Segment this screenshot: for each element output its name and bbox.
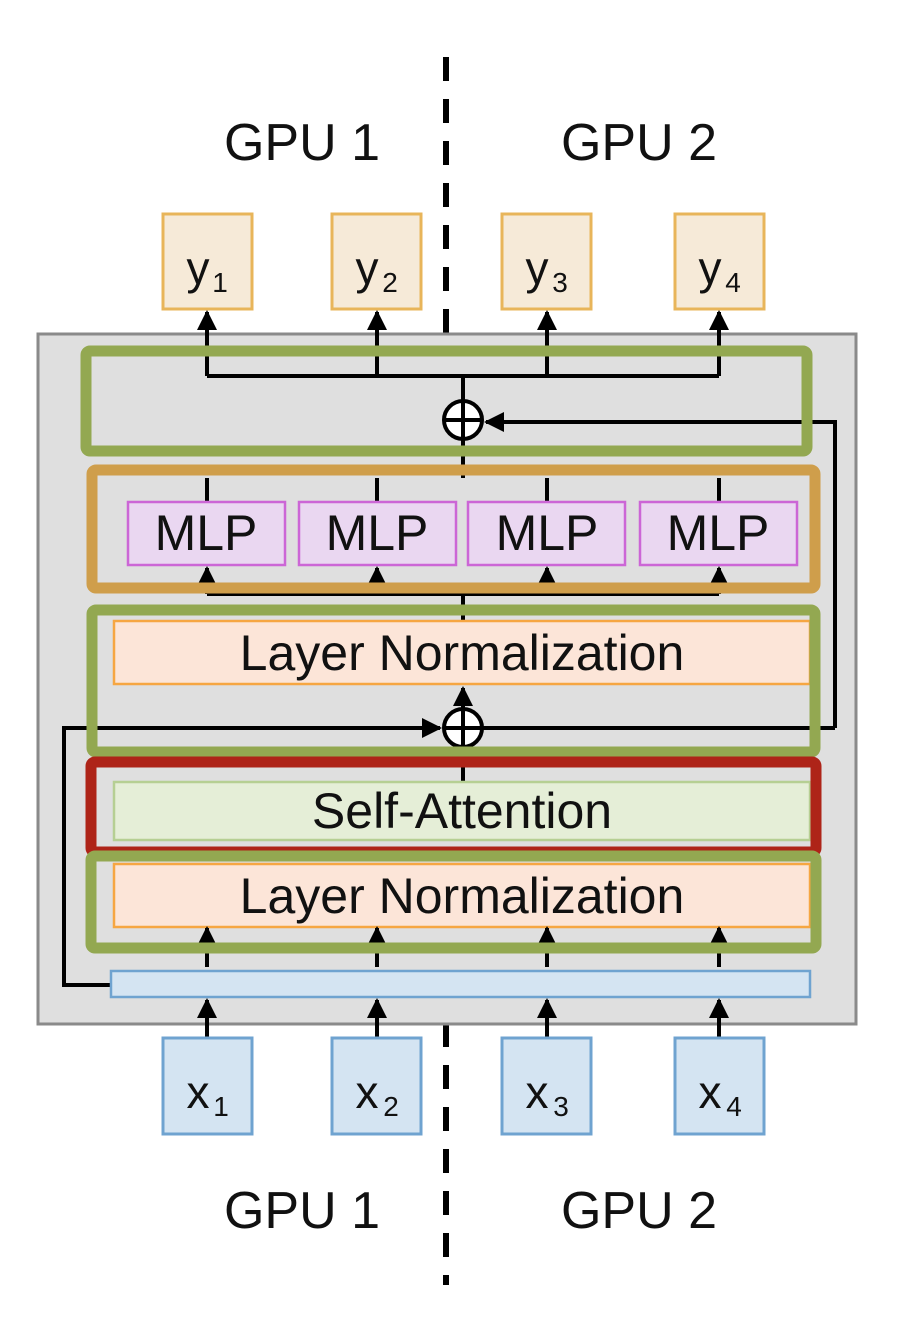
gpu-label-bottom-right: GPU 2	[561, 1182, 717, 1240]
input-label: x	[187, 1066, 210, 1118]
layer-norm-bottom-label: Layer Normalization	[240, 868, 685, 924]
output-box: y 3	[500, 212, 593, 311]
mlp-block: MLP	[466, 500, 627, 567]
highlight-frame-allreduce-output	[80, 345, 813, 457]
output-box: y 2	[330, 212, 423, 311]
output-connectors	[197, 310, 729, 402]
input-subscript: 3	[553, 1091, 569, 1122]
output-label: y	[187, 242, 210, 294]
residual-connection-left	[62, 718, 442, 987]
input-arrows	[197, 998, 729, 1038]
self-attention-label: Self-Attention	[312, 783, 612, 839]
mlp-block: MLP	[297, 500, 458, 567]
gpu-label-bottom-left: GPU 1	[224, 1182, 380, 1240]
input-boxes: x 1 x 2 x 3 x 4	[161, 1036, 766, 1136]
layer-norm-top-label: Layer Normalization	[240, 625, 685, 681]
input-subscript: 1	[213, 1091, 229, 1122]
input-box: x 3	[500, 1036, 593, 1136]
highlight-frame-mlp	[86, 464, 821, 594]
input-subscript: 4	[726, 1091, 742, 1122]
input-label: x	[699, 1066, 722, 1118]
output-label: y	[699, 242, 722, 294]
input-embedding-bar	[109, 969, 812, 999]
residual-add-middle	[442, 707, 484, 749]
input-box: x 4	[673, 1036, 766, 1136]
input-box: x 1	[161, 1036, 254, 1136]
output-box: y 4	[673, 212, 766, 311]
output-subscript: 1	[212, 267, 228, 298]
gpu-label-top-right: GPU 2	[561, 114, 717, 172]
mlp-label: MLP	[496, 505, 599, 561]
residual-add-top	[442, 399, 484, 441]
output-label: y	[356, 242, 379, 294]
highlight-frame-layernorm-add	[86, 604, 821, 758]
layer-norm-bottom: Layer Normalization	[112, 862, 812, 929]
input-label: x	[526, 1066, 549, 1118]
residual-connection-right	[484, 412, 837, 728]
self-attention-block: Self-Attention	[112, 780, 812, 842]
mlp-block: MLP	[638, 500, 799, 567]
layer-norm-top: Layer Normalization	[112, 619, 812, 686]
output-subscript: 3	[552, 267, 568, 298]
output-subscript: 4	[725, 267, 741, 298]
mlp-block: MLP	[126, 500, 287, 567]
mlp-row: MLP MLP MLP MLP	[126, 478, 799, 622]
output-box: y 1	[161, 212, 254, 311]
mlp-label: MLP	[667, 505, 770, 561]
gpu-label-top-left: GPU 1	[224, 114, 380, 172]
output-subscript: 2	[382, 267, 398, 298]
highlight-frame-layernorm-input	[85, 850, 822, 954]
input-label: x	[356, 1066, 379, 1118]
output-label: y	[526, 242, 549, 294]
mlp-label: MLP	[155, 505, 258, 561]
input-box: x 2	[330, 1036, 423, 1136]
output-boxes: y 1 y 2 y 3 y 4	[161, 212, 766, 311]
mlp-label: MLP	[326, 505, 429, 561]
input-subscript: 2	[383, 1091, 399, 1122]
